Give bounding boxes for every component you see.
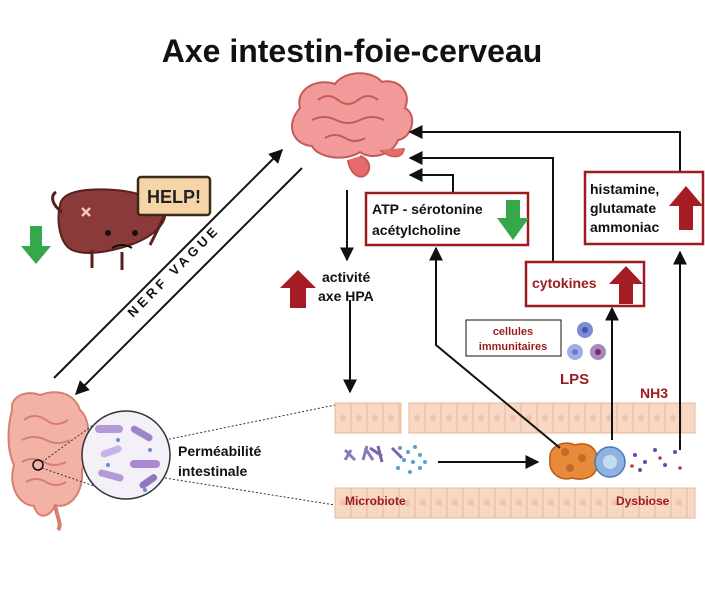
diagram-title: Axe intestin-foie-cerveau <box>162 33 543 69</box>
permeability-label-line1: Perméabilité <box>178 443 261 459</box>
hpa-up-arrow <box>280 270 316 308</box>
atp-label-line2: acétylcholine <box>372 222 461 238</box>
nh3-label: NH3 <box>640 385 668 401</box>
cytokines-label: cytokines <box>532 275 597 291</box>
intestine-icon <box>7 391 90 532</box>
dysbiosis-cluster <box>549 442 682 480</box>
microbiome-lens <box>81 410 171 500</box>
hist-label-line3: ammoniac <box>590 219 659 235</box>
atp-serotonin-box: ATP - sérotonine acétylcholine <box>364 191 530 247</box>
atp-down-arrow <box>497 200 529 240</box>
brain-icon <box>291 72 414 178</box>
permeability-label-line2: intestinale <box>178 463 247 479</box>
immune-cells-icon <box>567 322 606 360</box>
gut-tissue <box>334 402 696 519</box>
intestine-focus-marker <box>32 459 44 471</box>
vagus-nerve-arrows <box>53 149 303 395</box>
zoom-lines <box>41 404 336 506</box>
atp-label-line1: ATP - sérotonine <box>372 201 483 217</box>
microbiote-label: Microbiote <box>345 494 406 508</box>
hist-label-line2: glutamate <box>590 200 656 216</box>
cytokines-box: cytokines <box>524 260 646 308</box>
hpa-label-line2: axe HPA <box>318 288 374 304</box>
dysbiose-label: Dysbiose <box>616 494 670 508</box>
hpa-label-line1: activité <box>322 269 370 285</box>
help-text: HELP! <box>147 187 201 207</box>
cellules-label-line2: immunitaires <box>479 341 547 353</box>
cellules-label-line1: cellules <box>493 326 533 338</box>
hist-label-line1: histamine, <box>590 181 659 197</box>
cytokines-up-arrow <box>609 266 643 304</box>
microbiota-cluster <box>343 445 427 474</box>
help-sign: HELP! <box>136 175 212 217</box>
lps-label: LPS <box>560 371 589 388</box>
histamine-box: histamine, glutamate ammoniac <box>583 170 705 246</box>
process-arrows <box>340 125 687 450</box>
liver-down-arrow <box>21 226 51 264</box>
histamine-up-arrow <box>669 186 703 230</box>
immune-cells-box: cellules immunitaires <box>465 319 562 357</box>
